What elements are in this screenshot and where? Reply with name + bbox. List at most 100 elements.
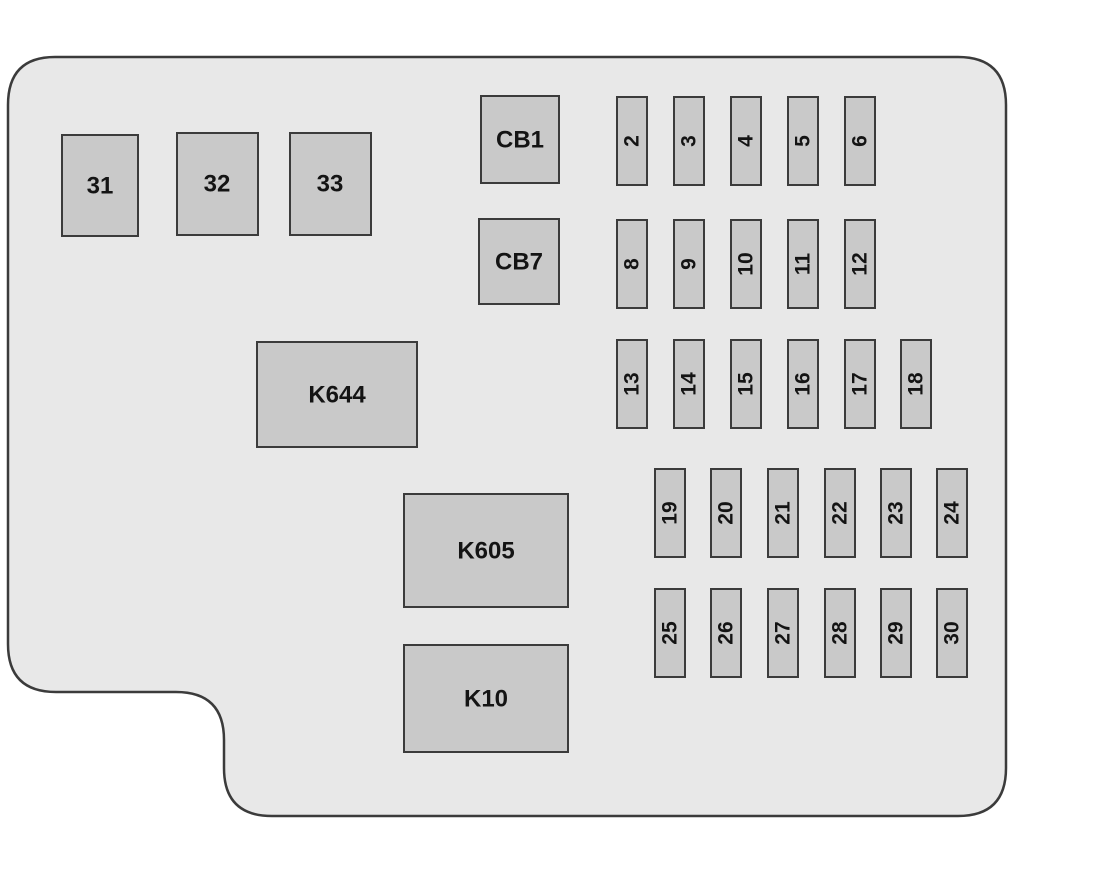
fuse-21-body <box>767 468 799 558</box>
relay-k10: K10 <box>403 644 569 753</box>
fuse-4-label: 4 <box>735 135 758 147</box>
fuse-13: 13 <box>616 339 648 429</box>
fuse-2-body <box>616 96 648 186</box>
relay-31-body <box>61 134 139 237</box>
fuse-5-body <box>787 96 819 186</box>
fuse-20-label: 20 <box>715 501 738 524</box>
circuit-breaker-cb1-label: CB1 <box>496 127 544 154</box>
relay-31: 31 <box>61 134 139 237</box>
fuse-10: 10 <box>730 219 762 309</box>
relay-32-body <box>176 132 259 236</box>
circuit-breaker-cb7: CB7 <box>478 218 560 305</box>
fuse-16: 16 <box>787 339 819 429</box>
fuse-28-label: 28 <box>829 621 852 645</box>
circuit-breaker-cb1: CB1 <box>480 95 560 184</box>
fuse-9: 9 <box>673 219 705 309</box>
relay-33: 33 <box>289 132 372 236</box>
fuse-28: 28 <box>824 588 856 678</box>
fuse-27-body <box>767 588 799 678</box>
fuse-21-label: 21 <box>772 501 795 525</box>
fuse-18: 18 <box>900 339 932 429</box>
fuse-22-body <box>824 468 856 558</box>
circuit-breaker-cb7-label: CB7 <box>495 249 543 276</box>
fuse-19: 19 <box>654 468 686 558</box>
fuse-10-label: 10 <box>735 252 758 275</box>
fuse-14: 14 <box>673 339 705 429</box>
fuse-22: 22 <box>824 468 856 558</box>
fuse-17: 17 <box>844 339 876 429</box>
fuse-3: 3 <box>673 96 705 186</box>
fuse-14-body <box>673 339 705 429</box>
fuse-25-body <box>654 588 686 678</box>
fuse-12-body <box>844 219 876 309</box>
fuse-15-body <box>730 339 762 429</box>
fuse-12-label: 12 <box>849 252 872 275</box>
fuse-21: 21 <box>767 468 799 558</box>
fuse-20: 20 <box>710 468 742 558</box>
fuse-26-label: 26 <box>715 621 738 644</box>
fuse-26: 26 <box>710 588 742 678</box>
relay-32: 32 <box>176 132 259 236</box>
fuse-29-label: 29 <box>885 621 908 644</box>
fuse-27: 27 <box>767 588 799 678</box>
relay-32-label: 32 <box>204 171 231 198</box>
fuse-11-label: 11 <box>792 253 815 276</box>
relay-k644: K644 <box>256 341 418 448</box>
fuse-16-body <box>787 339 819 429</box>
fuse-14-label: 14 <box>678 372 701 396</box>
fuse-30-body <box>936 588 968 678</box>
fuse-17-body <box>844 339 876 429</box>
fuse-30-label: 30 <box>941 621 964 644</box>
fuse-24-label: 24 <box>941 501 964 525</box>
fuse-24-body <box>936 468 968 558</box>
fuse-25: 25 <box>654 588 686 678</box>
fuse-25-label: 25 <box>659 621 682 645</box>
fuse-3-body <box>673 96 705 186</box>
fuse-11: 11 <box>787 219 819 309</box>
relay-k605-body <box>403 493 569 608</box>
fuse-30: 30 <box>936 588 968 678</box>
fuse-18-label: 18 <box>905 372 928 396</box>
fuse-6: 6 <box>844 96 876 186</box>
fuse-4-body <box>730 96 762 186</box>
fuse-12: 12 <box>844 219 876 309</box>
fuse-15: 15 <box>730 339 762 429</box>
fuse-27-label: 27 <box>772 621 795 644</box>
fuse-23-body <box>880 468 912 558</box>
fuse-15-label: 15 <box>735 372 758 396</box>
fuse-24: 24 <box>936 468 968 558</box>
fuse-5-label: 5 <box>792 135 815 147</box>
fuse-22-label: 22 <box>829 501 852 524</box>
fuse-18-body <box>900 339 932 429</box>
fuse-2-label: 2 <box>621 135 644 147</box>
fuse-8-label: 8 <box>621 258 644 270</box>
relay-k644-body <box>256 341 418 448</box>
fuse-6-body <box>844 96 876 186</box>
fuse-8: 8 <box>616 219 648 309</box>
relay-33-label: 33 <box>317 171 344 198</box>
fuse-23: 23 <box>880 468 912 558</box>
fuse-13-label: 13 <box>621 372 644 395</box>
fuse-20-body <box>710 468 742 558</box>
fuse-29: 29 <box>880 588 912 678</box>
fuse-19-body <box>654 468 686 558</box>
fuse-26-body <box>710 588 742 678</box>
fuse-28-body <box>824 588 856 678</box>
relay-k644-label: K644 <box>308 382 366 409</box>
fuse-29-body <box>880 588 912 678</box>
relay-31-label: 31 <box>87 173 114 200</box>
circuit-breaker-cb1-body <box>480 95 560 184</box>
fuse-10-body <box>730 219 762 309</box>
relay-k10-body <box>403 644 569 753</box>
fuse-11-body <box>787 219 819 309</box>
relay-k605: K605 <box>403 493 569 608</box>
fuse-23-label: 23 <box>885 501 908 524</box>
circuit-breaker-cb7-body <box>478 218 560 305</box>
fuse-4: 4 <box>730 96 762 186</box>
relay-33-body <box>289 132 372 236</box>
relay-k605-label: K605 <box>457 538 514 565</box>
fuse-9-label: 9 <box>678 258 701 270</box>
fuse-19-label: 19 <box>659 501 682 524</box>
